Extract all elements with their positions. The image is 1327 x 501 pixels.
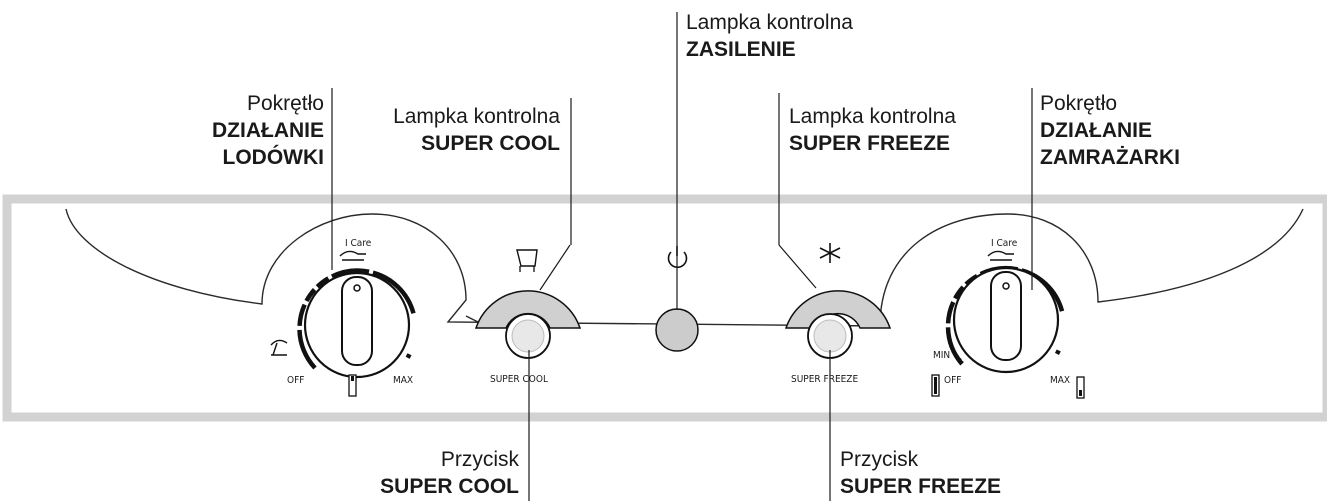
panel-frame [2, 194, 1327, 422]
callout-super-cool-button: Przycisk SUPER COOL [380, 448, 519, 498]
thermometer-icon [931, 374, 940, 397]
cool-glass-icon [516, 249, 538, 272]
snowflake-icon [819, 243, 841, 263]
fridge-off-label: OFF [287, 375, 304, 386]
freezer-icare-label: I Care [991, 238, 1018, 249]
callout-super-cool-lamp: Lampka kontrolna SUPER COOL [393, 105, 560, 155]
super-freeze-button[interactable] [807, 313, 853, 359]
hand-icon [339, 250, 366, 261]
thermometer-icon [348, 374, 357, 397]
freezer-off-label: OFF [944, 375, 961, 386]
parasol-icon [270, 339, 288, 356]
freezer-knob[interactable] [945, 265, 1067, 374]
fridge-icare-label: I Care [345, 238, 372, 249]
callout-power-lamp: Lampka kontrolna ZASILENIE [686, 11, 853, 61]
callout-super-freeze-lamp: Lampka kontrolna SUPER FREEZE [789, 105, 956, 155]
freezer-min-label: MIN [933, 350, 950, 361]
callout-freezer-knob: Pokrętło DZIAŁANIE ZAMRAŻARKI [1040, 92, 1180, 169]
leader-lines [331, 12, 1033, 501]
super-cool-panel-label: SUPER COOL [490, 374, 548, 385]
thermometer-icon [1076, 376, 1085, 399]
callout-fridge-knob: Pokrętło DZIAŁANIE LODÓWKI [212, 92, 324, 169]
super-cool-button[interactable] [505, 313, 551, 359]
power-lamp [655, 308, 699, 352]
panel-outline [65, 208, 1304, 327]
callout-super-freeze-button: Przycisk SUPER FREEZE [840, 448, 1002, 498]
freezer-max-label: MAX [1050, 375, 1070, 386]
super-freeze-panel-label: SUPER FREEZE [791, 374, 858, 385]
fridge-max-label: MAX [393, 375, 413, 386]
fridge-knob[interactable] [297, 268, 418, 379]
hand-icon [987, 250, 1014, 261]
